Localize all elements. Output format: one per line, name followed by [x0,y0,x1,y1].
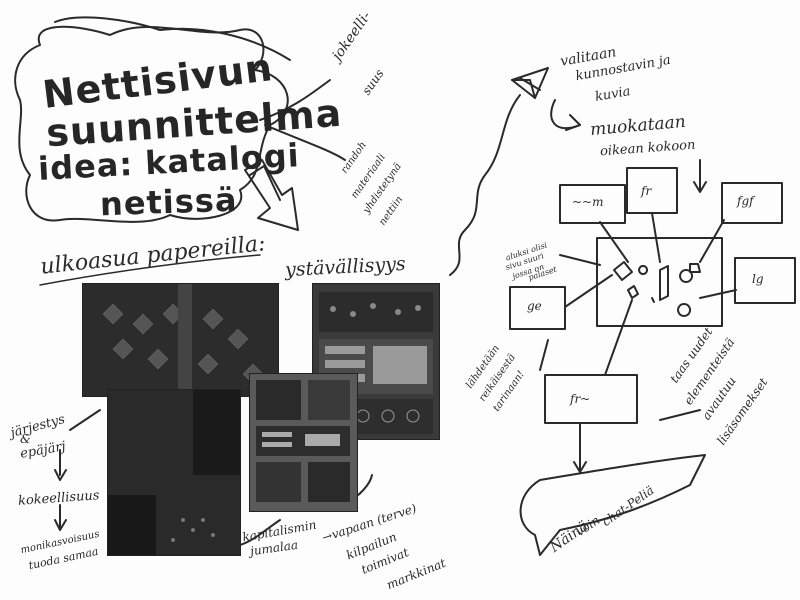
catalog-photo-products [249,373,358,512]
box-right [735,258,795,303]
box-label-top-right: fgf [737,195,754,207]
box-label-top-center: fr [641,185,651,197]
page-title-line4: netissä [99,184,237,221]
box-bottom [545,375,637,423]
chat-shape [521,455,705,555]
box-label-right: lg [752,273,764,285]
box-top-center [627,168,677,213]
note-jarjestys-2: & [20,433,31,445]
wavy-line [450,95,520,275]
box-label-left: ge [527,300,542,312]
catalog-photo-fashion [107,389,241,556]
box-label-bottom: fr~ [570,393,590,405]
box-label-top-left: ~~m [572,196,604,208]
